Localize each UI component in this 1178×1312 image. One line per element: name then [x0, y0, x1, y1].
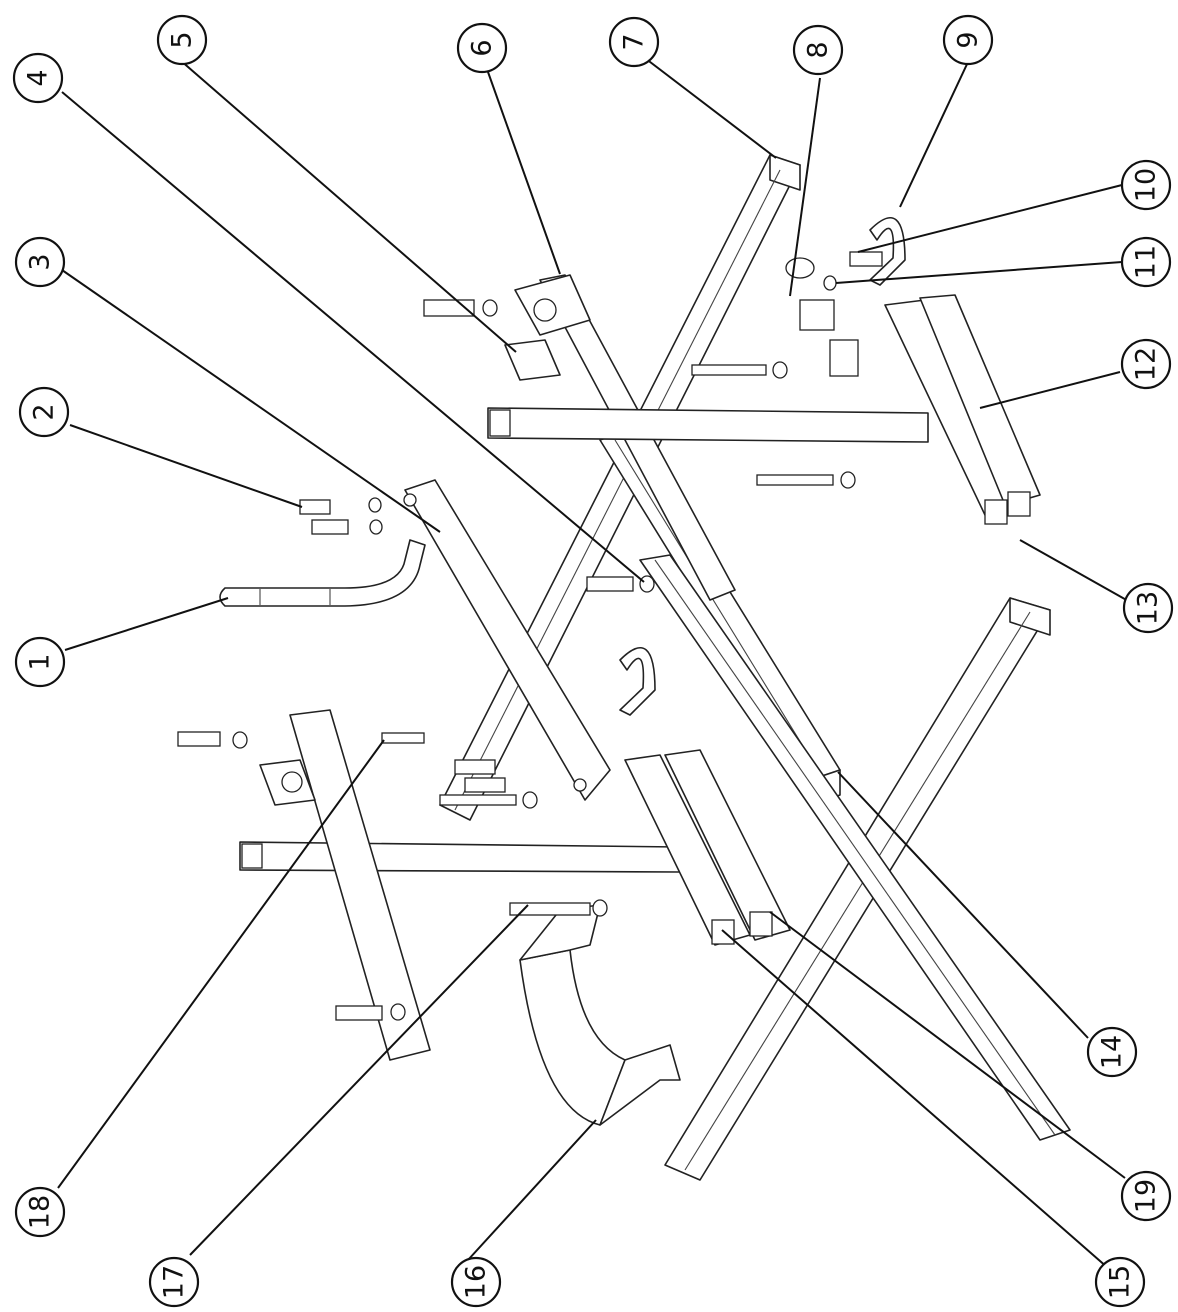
leader-18: [57, 739, 385, 1189]
callout-11: 11: [1120, 236, 1172, 288]
callout-9: 9: [942, 14, 994, 66]
callout-18: 18: [14, 1186, 66, 1238]
leader-12: [979, 371, 1121, 409]
leader-1: [64, 597, 229, 651]
callout-14-label: 14: [1097, 1035, 1128, 1069]
leader-10: [857, 184, 1123, 253]
leader-9: [899, 61, 969, 208]
callout-8: 8: [792, 24, 844, 76]
callout-14: 14: [1086, 1026, 1138, 1078]
leader-15: [721, 929, 1109, 1269]
handle-1: [219, 539, 426, 607]
leader-11: [835, 261, 1123, 284]
parts-drawing: [177, 154, 1071, 1181]
foot-bracket-15: [624, 749, 791, 946]
leader-2: [69, 424, 303, 508]
rail-7: [439, 154, 801, 821]
hardware: [177, 251, 883, 1021]
callout-16: 16: [450, 1256, 502, 1308]
callout-5-label: 5: [167, 31, 198, 48]
callout-11-label: 11: [1131, 245, 1162, 279]
callout-4-label: 4: [23, 69, 54, 86]
callout-6-label: 6: [467, 39, 498, 56]
rail-lower-right: [664, 597, 1051, 1181]
leader-4: [61, 91, 645, 583]
clamp-block-bottom: [259, 709, 431, 1061]
u-bolt-9: [869, 217, 906, 286]
callout-2: 2: [18, 386, 70, 438]
callout-7: 7: [608, 16, 660, 68]
leader-13: [1019, 539, 1131, 603]
leader-16: [467, 1119, 597, 1261]
leader-7: [636, 51, 777, 159]
callout-9-label: 9: [953, 31, 984, 48]
callout-15: 15: [1094, 1256, 1146, 1308]
callout-13: 13: [1122, 582, 1174, 634]
leader-5: [179, 59, 517, 353]
callout-15-label: 15: [1105, 1265, 1136, 1299]
leader-8: [789, 77, 821, 297]
leader-6: [487, 71, 561, 275]
callout-10-label: 10: [1131, 168, 1162, 202]
callout-6: 6: [456, 22, 508, 74]
clamp-block-top: [504, 339, 561, 381]
callout-1-label: 1: [25, 653, 56, 670]
callout-17-label: 17: [159, 1265, 190, 1299]
callout-4: 4: [12, 52, 64, 104]
leader-14: [837, 771, 1089, 1039]
callout-3-label: 3: [25, 253, 56, 270]
callout-8-label: 8: [803, 41, 834, 58]
callout-3: 3: [14, 236, 66, 288]
callout-16-label: 16: [461, 1265, 492, 1299]
callout-13-label: 13: [1133, 591, 1164, 625]
callout-10: 10: [1120, 159, 1172, 211]
callout-12: 12: [1120, 338, 1172, 390]
callout-1: 1: [14, 636, 66, 688]
u-bolt-center: [619, 647, 656, 716]
callout-19-label: 19: [1131, 1179, 1162, 1213]
leader-19: [769, 911, 1126, 1179]
callout-17: 17: [148, 1256, 200, 1308]
callout-7-label: 7: [619, 33, 650, 50]
leader-lines: [57, 51, 1131, 1269]
arm-3: [403, 479, 611, 801]
callouts: 1 2 3 4 5 6 7 8: [12, 14, 1174, 1308]
callout-2-label: 2: [29, 403, 60, 420]
upright-tube-top: [487, 407, 929, 443]
callout-5: 5: [156, 14, 208, 66]
callout-19: 19: [1120, 1170, 1172, 1222]
strap-16: [519, 904, 681, 1126]
leader-17: [189, 904, 529, 1256]
callout-12-label: 12: [1131, 347, 1162, 381]
foot-bracket-12: [884, 294, 1041, 525]
leader-3: [61, 269, 441, 533]
callout-18-label: 18: [25, 1195, 56, 1229]
rail-lower-left: [639, 554, 1071, 1141]
